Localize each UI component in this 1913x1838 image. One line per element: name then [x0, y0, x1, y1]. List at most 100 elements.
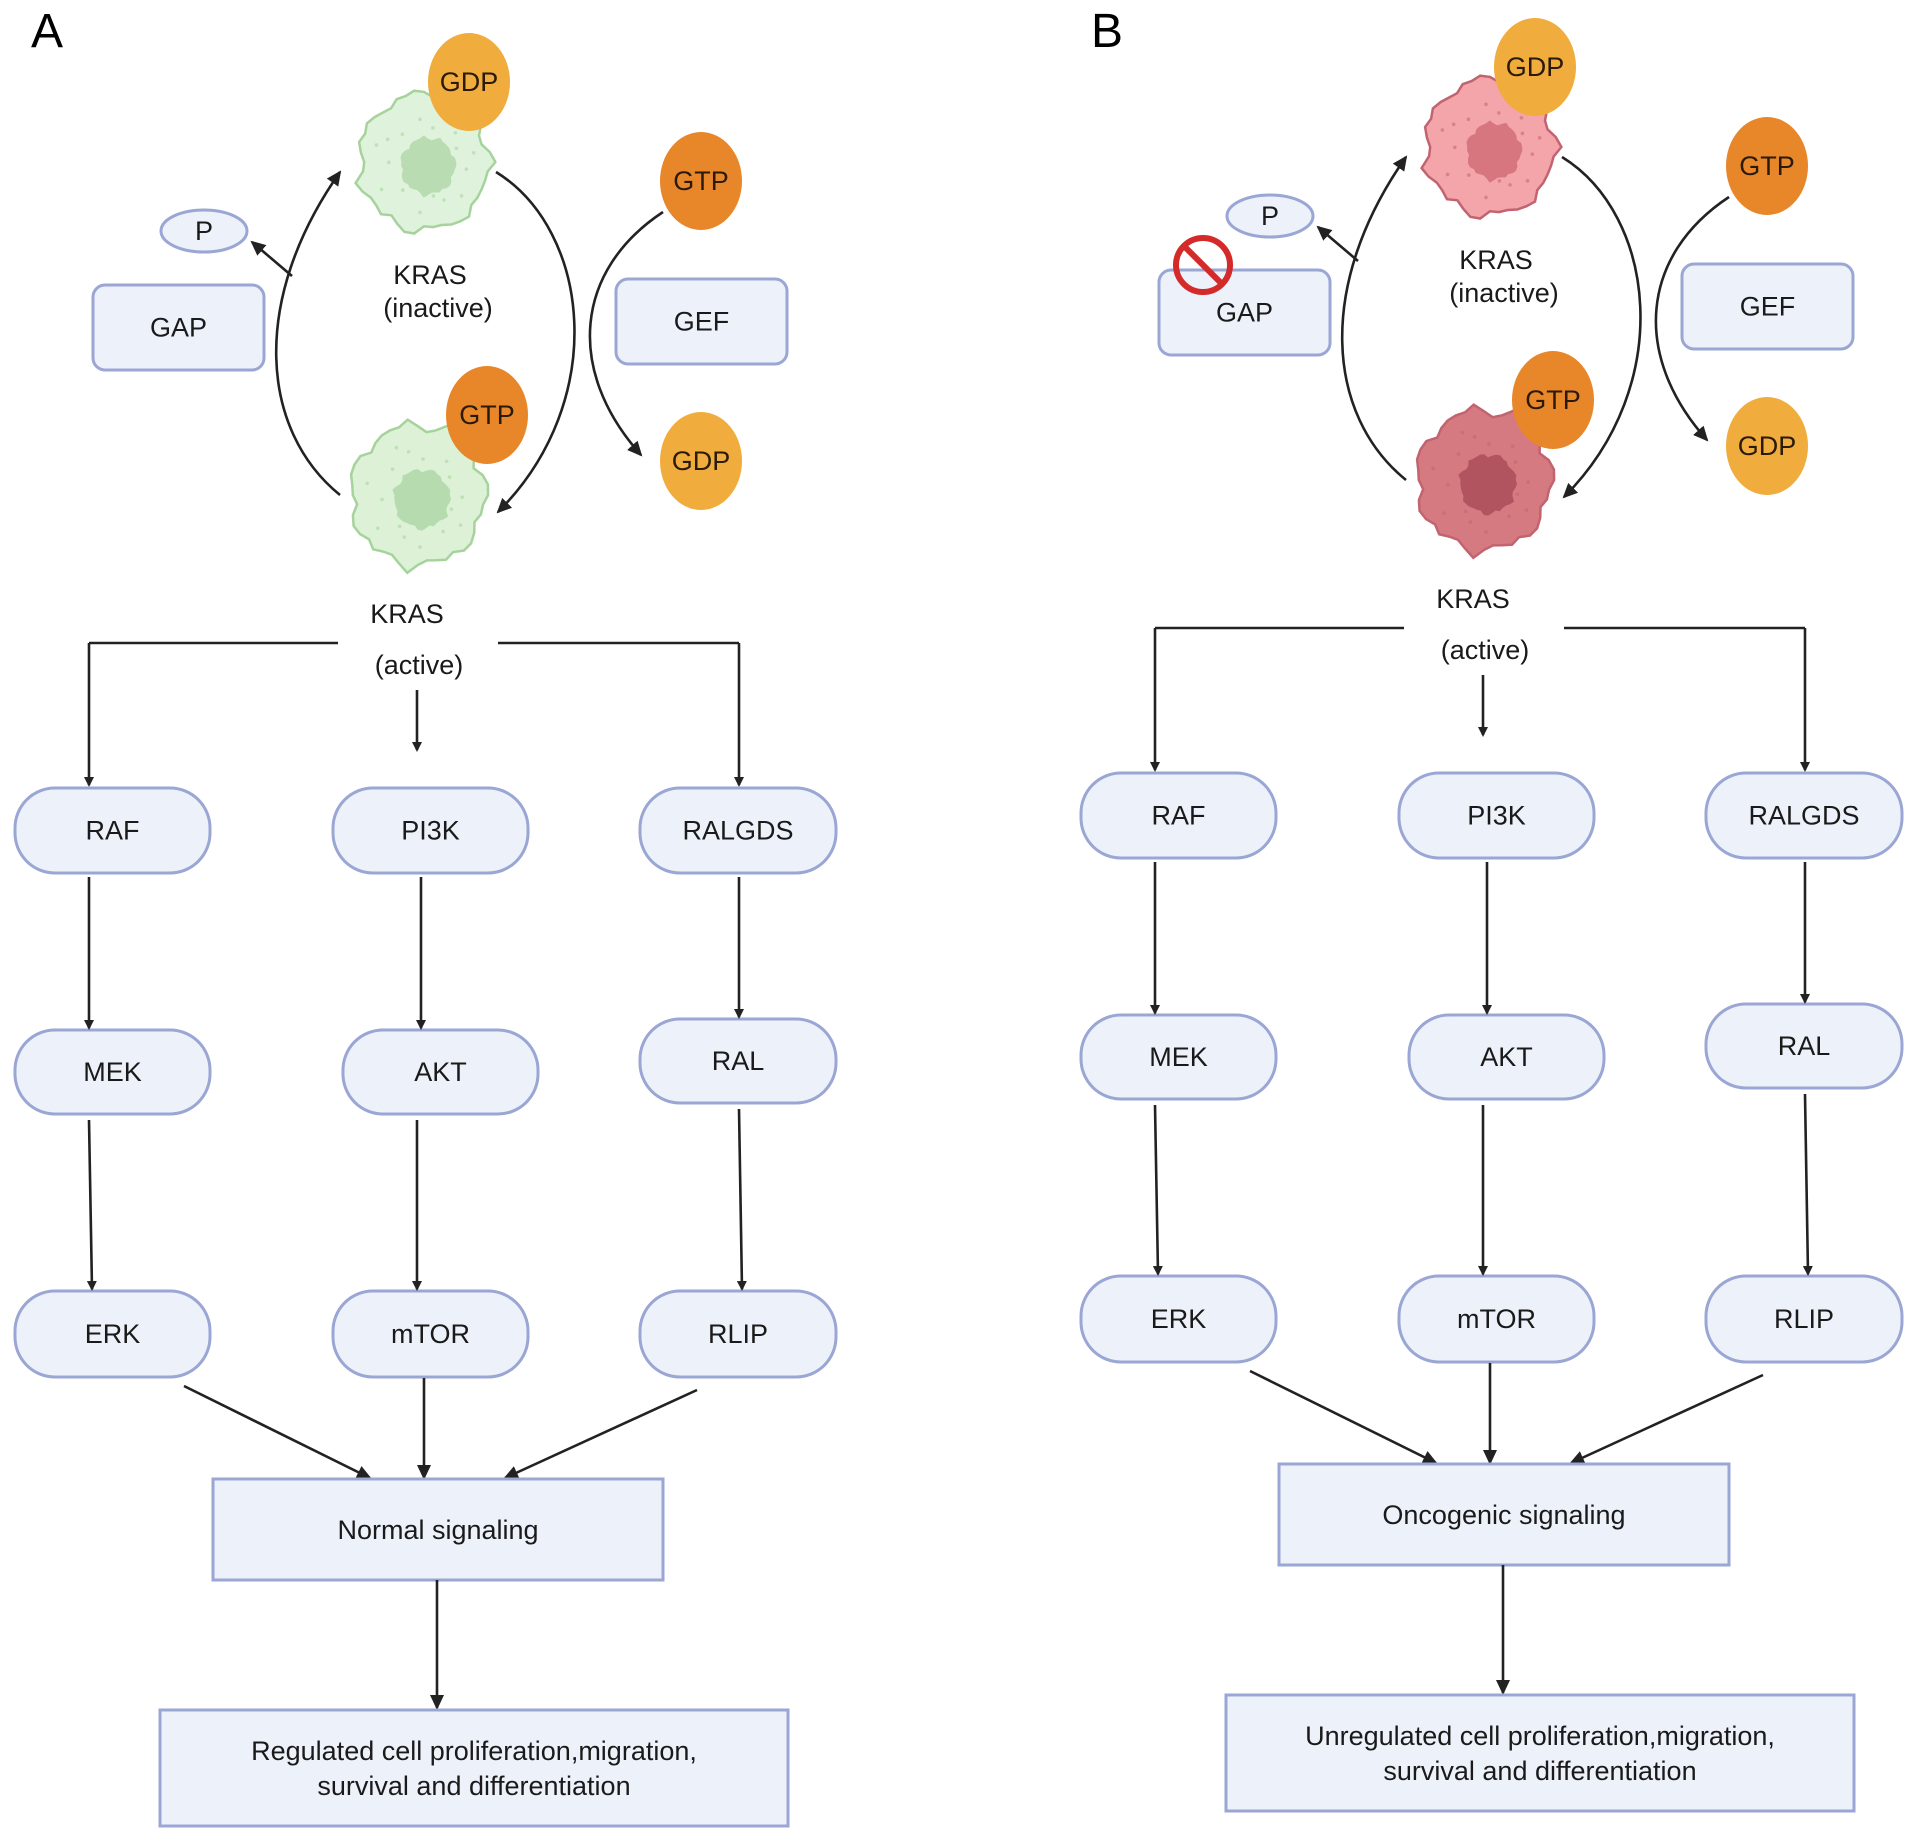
gdp-bound-molecule-label: GDP: [1506, 52, 1565, 82]
kras-active-name: KRAS: [1436, 584, 1510, 614]
node-akt-label: AKT: [414, 1057, 467, 1087]
phosphate-shape: [159, 208, 249, 254]
node-rlip: RLIP: [1704, 1274, 1904, 1364]
kras-active-state: (active): [1441, 635, 1530, 665]
cell-granule: [1525, 179, 1530, 183]
arrow-mek-erk: [86, 1119, 97, 1291]
cell-granule: [390, 467, 395, 471]
cell-granule: [1510, 444, 1515, 449]
node-ral-label: RAL: [712, 1046, 765, 1076]
node-pi3k-shape: [331, 786, 530, 875]
gef-exchange-arrow: [495, 170, 576, 514]
cell-granule: [1484, 530, 1488, 534]
cell-granule: [1467, 173, 1471, 177]
cell-granule: [1453, 145, 1457, 150]
gtp-bound-molecule-shape: [446, 366, 528, 464]
gtp-bound-molecule: GTP: [1512, 351, 1594, 449]
signaling-box-shape: [1277, 1462, 1731, 1567]
cell-granule: [394, 445, 399, 450]
kras-active-cell: [349, 418, 490, 575]
cell-granule: [442, 198, 446, 202]
cell-granule: [1507, 514, 1511, 519]
signaling-box: Oncogenic signaling: [1277, 1462, 1731, 1567]
gdp-bound-molecule: GDP: [1494, 18, 1576, 116]
phosphate-release-arrow: [1316, 225, 1359, 262]
gap-box: GAP: [91, 283, 266, 372]
cell-granule: [374, 143, 379, 147]
cell-granule: [1440, 128, 1445, 132]
cell-granule: [1513, 460, 1518, 464]
gef-box: GEF: [1680, 262, 1855, 351]
node-rlip-shape: [638, 1289, 838, 1379]
cell-granule: [1484, 195, 1488, 200]
arrow-ral-rlip: [736, 1108, 747, 1291]
cell-granule: [464, 167, 469, 171]
node-pi3k: PI3K: [331, 786, 530, 875]
node-erk-shape: [13, 1289, 212, 1379]
inhibit-circle: [1173, 235, 1233, 295]
node-rlip-shape: [1704, 1274, 1904, 1364]
cell-granule: [447, 475, 452, 479]
gtp-free-molecule: GTP: [660, 132, 742, 230]
arrow-erk-signaling: [1249, 1369, 1438, 1465]
node-ral-shape: [638, 1017, 838, 1105]
cell-granule: [1497, 179, 1502, 183]
node-rlip-label: RLIP: [1774, 1304, 1834, 1334]
gdp-bound-molecule-shape: [428, 33, 510, 131]
node-mek: MEK: [1079, 1013, 1278, 1101]
cell-granule: [458, 523, 463, 527]
gtp-bound-molecule-shape: [1512, 351, 1594, 449]
node-mtor-shape: [1397, 1274, 1596, 1364]
cell-granule: [1537, 135, 1542, 140]
node-erk-shape: [1079, 1274, 1278, 1364]
gap-box-label: GAP: [1216, 298, 1273, 328]
node-mek-label: MEK: [1149, 1042, 1208, 1072]
cell-granule: [418, 210, 422, 215]
cell-granule: [460, 495, 464, 500]
gtp-bound-molecule: GTP: [446, 366, 528, 464]
cell-granule: [1463, 509, 1468, 514]
gdp-released-molecule-shape: [1726, 397, 1808, 495]
cell-granule: [444, 459, 449, 464]
kras-active-label: KRAS (active): [1436, 584, 1529, 665]
cell-granule: [376, 526, 380, 531]
phosphate-shape: [1225, 193, 1315, 239]
phosphate: P: [159, 208, 249, 254]
cell-granule: [1445, 172, 1450, 177]
gdp-bound-molecule-label: GDP: [440, 67, 499, 97]
node-ralgds-shape: [638, 786, 838, 875]
cell-granule: [406, 449, 411, 454]
gap-hydrolysis-arrow: [274, 170, 342, 497]
panel-label: A: [31, 5, 63, 58]
node-raf-label: RAF: [1152, 801, 1206, 831]
cell-granule: [1484, 102, 1488, 107]
node-ral-label: RAL: [1778, 1031, 1831, 1061]
node-rlip: RLIP: [638, 1289, 838, 1379]
outcome-box: Unregulated cell proliferation,migration…: [1224, 1693, 1856, 1813]
node-rlip-label: RLIP: [708, 1319, 768, 1349]
cell-granule: [365, 481, 369, 486]
cell-granule: [1519, 115, 1524, 120]
node-ral-shape: [1704, 1002, 1904, 1090]
cell-granule: [1472, 434, 1477, 439]
cell-granule: [1530, 152, 1535, 156]
phosphate: P: [1225, 193, 1315, 239]
node-ralgds: RALGDS: [1704, 771, 1904, 860]
gap-box-shape: [91, 283, 266, 372]
phosphate-label: P: [1261, 201, 1279, 231]
cell-granule: [1526, 480, 1530, 485]
node-ral: RAL: [638, 1017, 838, 1105]
node-mtor-label: mTOR: [391, 1319, 470, 1349]
node-raf-label: RAF: [86, 816, 140, 846]
node-raf: RAF: [13, 786, 212, 875]
outcome-box-shape: [158, 1708, 790, 1828]
node-pi3k-label: PI3K: [1467, 801, 1526, 831]
node-pi3k-label: PI3K: [401, 816, 460, 846]
cell-granule: [449, 507, 454, 511]
gdp-released-molecule-label: GDP: [672, 446, 731, 476]
cell-granule: [1468, 520, 1473, 524]
node-ralgds: RALGDS: [638, 786, 838, 875]
